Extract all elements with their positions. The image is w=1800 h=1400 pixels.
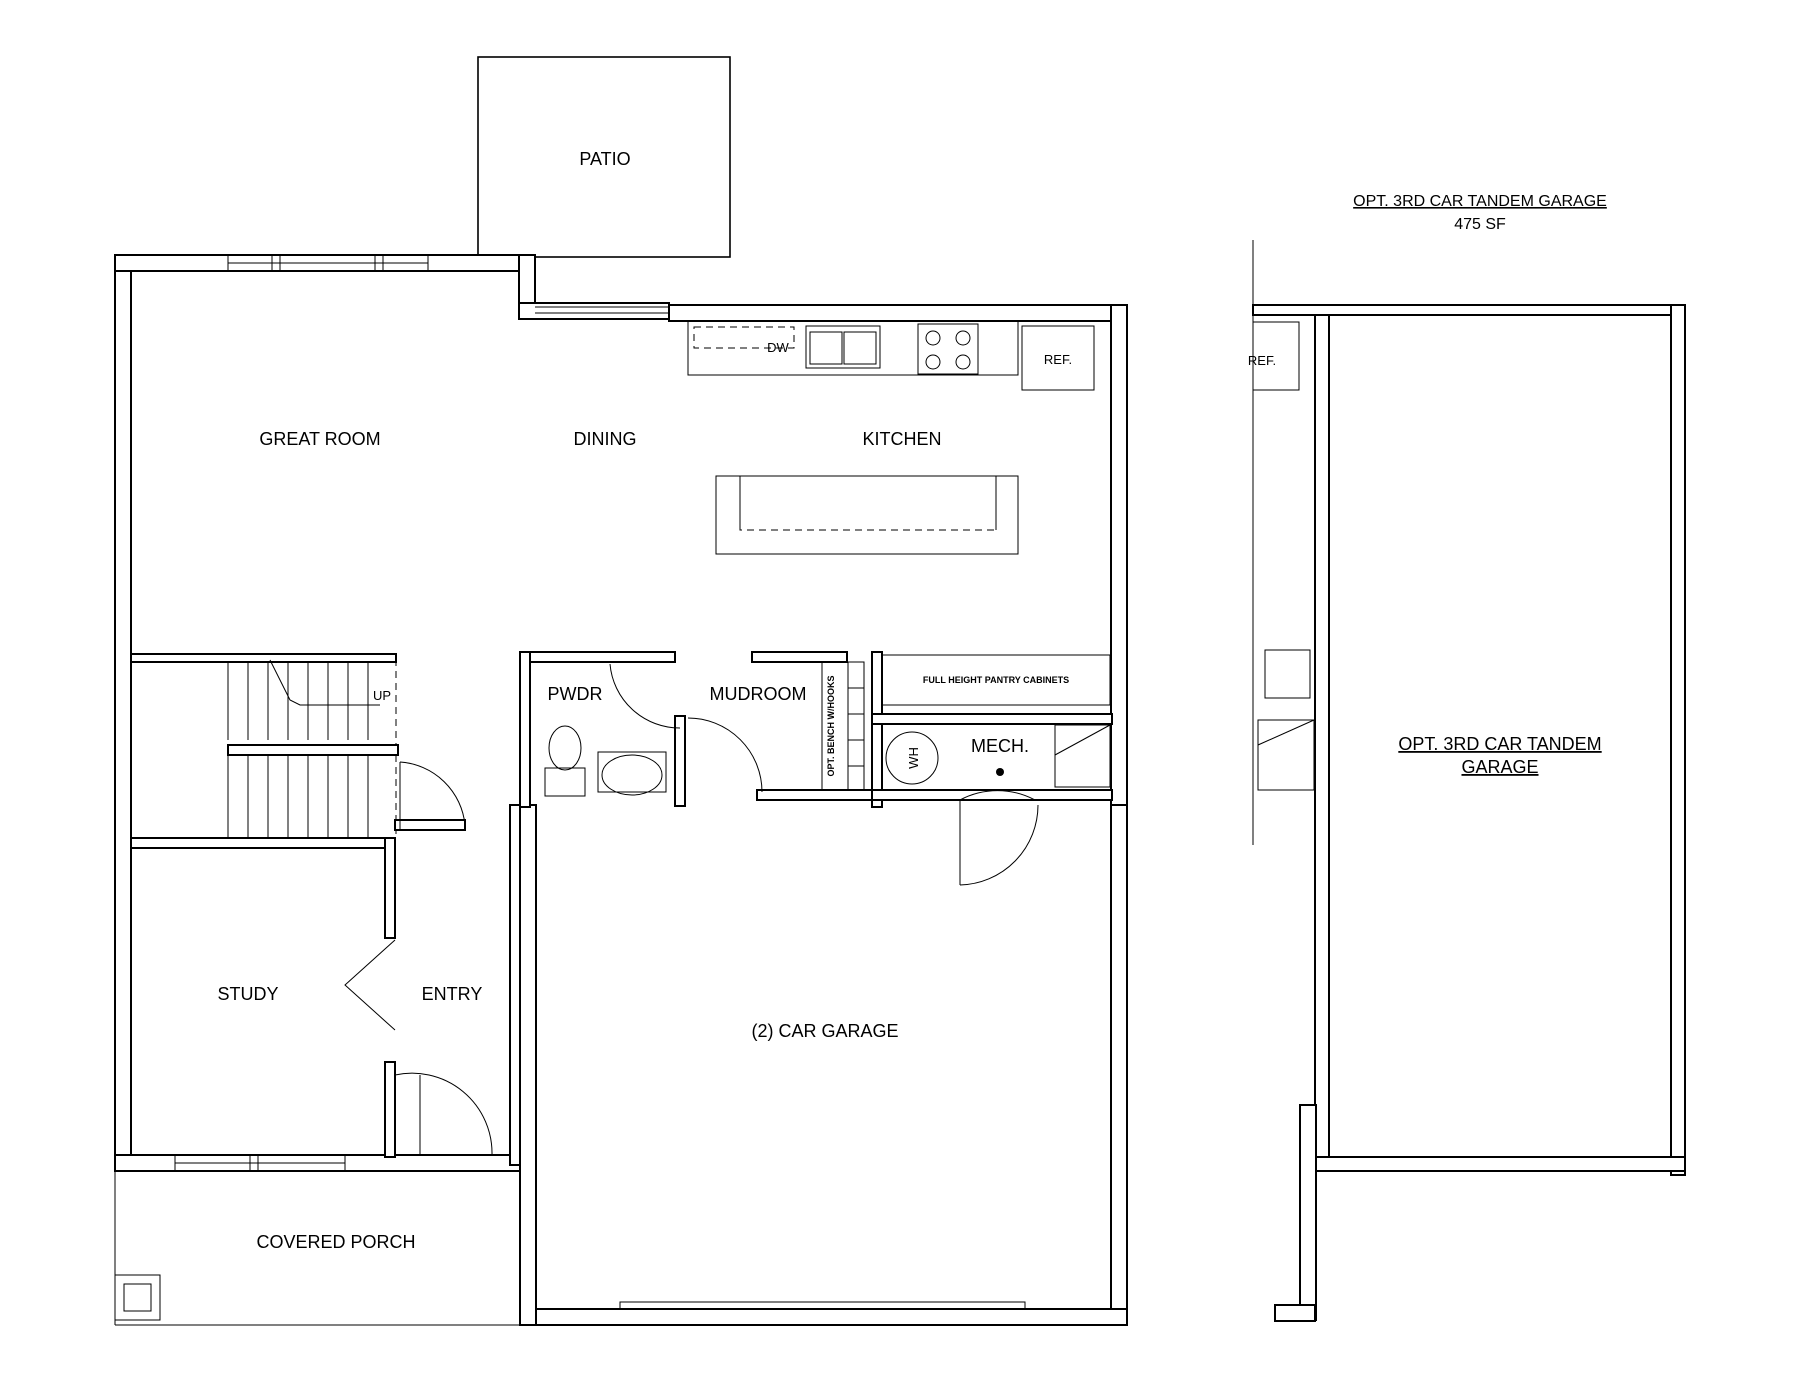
powder-fixtures — [544, 725, 667, 797]
pantry-cabinets: FULL HEIGHT PANTRY CABINETS — [881, 654, 1111, 706]
staircase: UP — [130, 653, 399, 839]
option-ref-label: REF. — [1248, 353, 1276, 368]
patio — [477, 56, 731, 258]
mech-fixtures: WH — [885, 724, 1111, 788]
study-label: STUDY — [217, 984, 278, 1004]
covered-porch — [114, 1171, 520, 1326]
stair-up-label: UP — [373, 688, 391, 703]
refrigerator: REF. — [1021, 325, 1095, 391]
dw-label: DW — [767, 340, 789, 355]
kitchen-island — [715, 475, 1019, 555]
option-room-line2: GARAGE — [1461, 757, 1538, 777]
kitchen-label: KITCHEN — [862, 429, 941, 449]
mudroom-label: MUDROOM — [710, 684, 807, 704]
garage-door — [619, 1301, 1026, 1310]
option-title-line2: 475 SF — [1454, 216, 1506, 233]
ref-label: REF. — [1044, 352, 1072, 367]
option-garage: OPT. 3RD CAR TANDEM GARAGE 475 SF REF. O… — [1248, 193, 1686, 1322]
mudroom-bench: OPT. BENCH W/HOOKS — [821, 661, 865, 791]
option-room-line1: OPT. 3RD CAR TANDEM — [1398, 734, 1601, 754]
mech-label: MECH. — [971, 736, 1029, 756]
pwdr-label: PWDR — [548, 684, 603, 704]
great-room-label: GREAT ROOM — [259, 429, 380, 449]
patio-label: PATIO — [579, 149, 630, 169]
doors — [344, 663, 1039, 1156]
option-title-line1: OPT. 3RD CAR TANDEM GARAGE — [1353, 193, 1607, 210]
covered-porch-label: COVERED PORCH — [256, 1232, 415, 1252]
room-labels: PATIO GREAT ROOM DINING KITCHEN PWDR MUD… — [217, 149, 1029, 1252]
kitchen-counter: DW — [687, 320, 1019, 376]
entry-label: ENTRY — [422, 984, 483, 1004]
dining-label: DINING — [574, 429, 637, 449]
windows — [174, 254, 669, 1172]
garage-label: (2) CAR GARAGE — [751, 1021, 898, 1041]
wh-label: WH — [906, 747, 921, 769]
pantry-label: FULL HEIGHT PANTRY CABINETS — [923, 675, 1069, 685]
bench-label: OPT. BENCH W/HOOKS — [826, 675, 836, 776]
interior-walls — [130, 651, 1113, 1166]
